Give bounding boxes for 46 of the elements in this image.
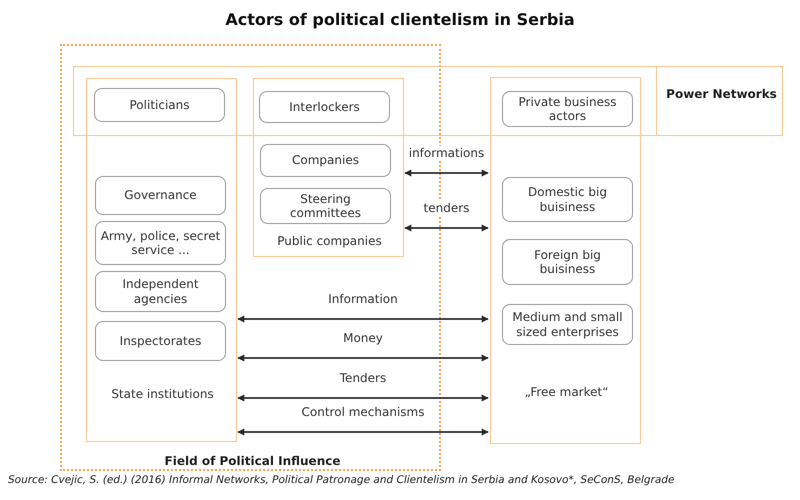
actor-label: Inspectorates: [118, 334, 202, 348]
actor-box: [95, 176, 226, 215]
actor-label: Medium and small sized enterprises: [511, 310, 624, 339]
group-label: „Free market“: [524, 385, 610, 400]
edge-label: tenders: [422, 201, 472, 215]
diagram-title: Actors of political clientelism in Serbia: [224, 10, 576, 29]
actor-box: [502, 304, 633, 345]
edge-label: Tenders: [338, 371, 388, 385]
actor-label: Independent agencies: [121, 277, 200, 306]
actor-label: Companies: [291, 153, 360, 168]
double-arrow: [404, 170, 489, 176]
edge-label: Control mechanisms: [300, 405, 426, 419]
column-panel: [253, 78, 404, 257]
actor-box: [259, 91, 390, 123]
actor-label: Steering committees: [288, 192, 362, 220]
actor-box: [94, 88, 225, 122]
edge-label: Information: [326, 292, 400, 306]
double-arrow: [237, 354, 489, 362]
actor-box: [502, 239, 633, 285]
actor-box: [502, 177, 633, 222]
actor-label: Politicians: [128, 98, 190, 112]
actor-label: Army, police, secret service ...: [100, 228, 222, 258]
edge-label: informations: [406, 146, 486, 160]
group-label: Field of Political Influence: [164, 454, 342, 468]
actor-label: Domestic big buisiness: [527, 185, 608, 214]
double-arrow: [237, 316, 489, 322]
band: [73, 66, 783, 136]
double-arrow: [237, 428, 489, 436]
column-panel: [86, 78, 237, 442]
edge-label: Money: [341, 331, 385, 345]
group-label: State institutions: [110, 387, 215, 402]
double-arrow: [237, 394, 489, 402]
actor-box: [260, 144, 391, 177]
actor-label: Private business actors: [518, 94, 618, 124]
actor-box: [502, 91, 633, 127]
actor-box: [95, 271, 226, 312]
actor-box: [95, 221, 226, 265]
actor-box: [260, 188, 391, 224]
actor-label: Governance: [123, 188, 198, 203]
source-caption: Source: Cvejic, S. (ed.) (2016) Informal Networks, Political Patronage and Clientelism in Serbia and Kosovo*, SeConS, Belgrade: [8, 474, 674, 486]
actor-label: Interlockers: [288, 100, 361, 114]
actor-box: [95, 321, 226, 361]
actor-label: Foreign big buisiness: [533, 248, 602, 276]
double-arrow: [404, 224, 489, 232]
group-label: Power Networks: [665, 87, 778, 102]
group-label: Public companies: [276, 234, 383, 248]
